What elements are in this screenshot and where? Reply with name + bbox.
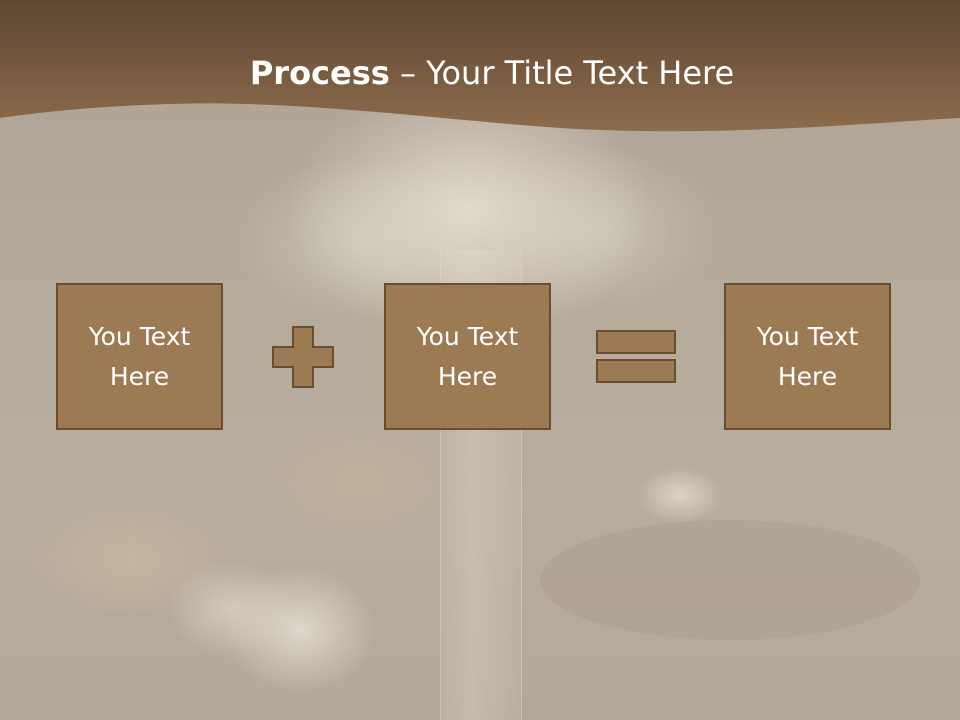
title-dash: – [389, 54, 427, 92]
slide-title: Process – Your Title Text Here [0, 54, 960, 92]
title-banner: Process – Your Title Text Here [0, 0, 960, 140]
process-box-3[interactable]: You Text Here [724, 283, 891, 430]
title-rest: Your Title Text Here [426, 54, 735, 92]
process-box-1[interactable]: You Text Here [56, 283, 223, 430]
process-box-1-text: You Text Here [88, 321, 191, 391]
process-box-2-text: You Text Here [416, 321, 519, 391]
equals-icon [596, 330, 676, 383]
plus-icon [272, 326, 334, 388]
process-box-2[interactable]: You Text Here [384, 283, 551, 430]
title-bold: Process [249, 54, 390, 92]
process-box-3-text: You Text Here [756, 321, 859, 391]
